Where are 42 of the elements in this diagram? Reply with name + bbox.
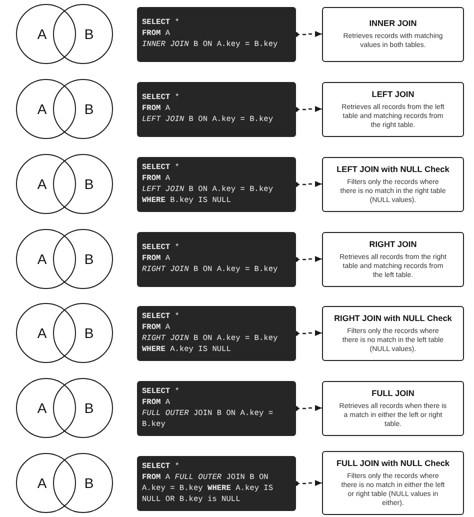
set-label: A <box>37 102 47 116</box>
description-card <box>322 82 464 136</box>
join-title: INNER JOIN <box>369 18 417 29</box>
set-label: A <box>37 401 47 415</box>
description-card <box>322 6 464 62</box>
set-label: A <box>37 326 47 340</box>
code-block <box>137 7 296 62</box>
connector-arrow <box>294 480 322 486</box>
connector-arrow <box>294 106 322 112</box>
description-card <box>322 156 464 212</box>
join-title: RIGHT JOIN <box>369 238 417 250</box>
set-label: B <box>84 326 94 340</box>
description-card <box>322 232 464 286</box>
set-label: B <box>84 476 94 490</box>
code-block <box>137 232 296 287</box>
set-label: A <box>37 27 47 41</box>
join-title: LEFT JOIN with NULL Check <box>336 164 450 174</box>
join-title: LEFT JOIN <box>372 88 414 100</box>
connector-arrow <box>294 330 322 336</box>
join-title: RIGHT JOIN with NULL Check <box>334 312 452 324</box>
join-title: FULL JOIN with NULL Check <box>336 458 450 469</box>
code-block <box>137 381 296 436</box>
code-block <box>137 157 296 212</box>
connector-arrow <box>294 405 322 411</box>
set-label: B <box>84 102 94 116</box>
set-label: A <box>37 252 47 266</box>
description-card <box>322 306 464 360</box>
join-title: FULL JOIN <box>372 388 414 398</box>
set-label: B <box>84 401 94 415</box>
description-card <box>322 451 464 515</box>
set-label: A <box>37 177 47 191</box>
code-block <box>137 306 296 361</box>
set-label: A <box>37 476 47 490</box>
description-card <box>322 380 464 436</box>
connector-arrow <box>294 31 322 37</box>
set-label: B <box>84 252 94 266</box>
code-block <box>137 456 296 511</box>
connector-arrow <box>294 256 322 262</box>
set-label: B <box>84 177 94 191</box>
code-block <box>137 82 296 137</box>
connector-arrow <box>294 181 322 187</box>
set-label: B <box>84 27 94 41</box>
